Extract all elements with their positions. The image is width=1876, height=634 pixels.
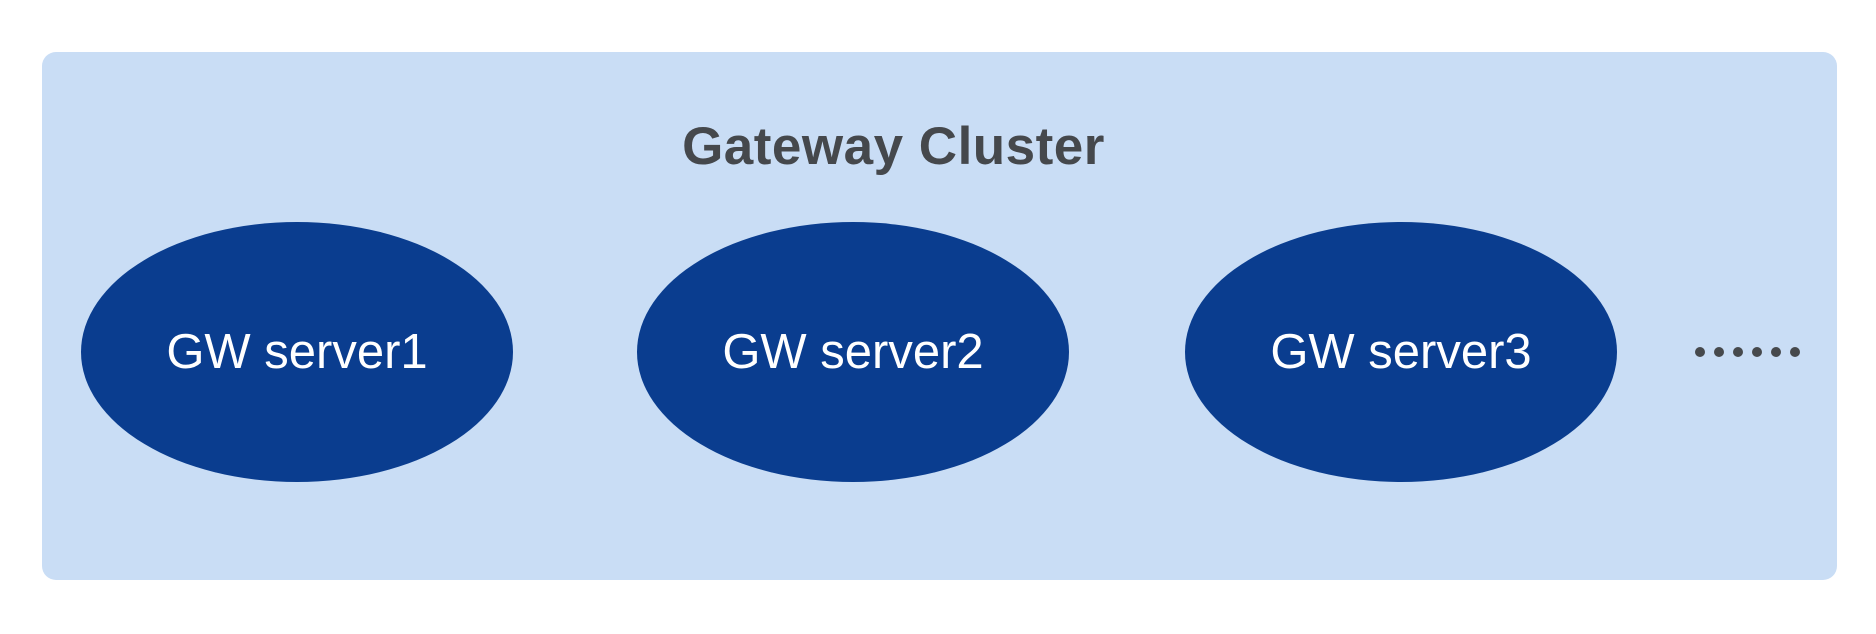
gw-server2-node: GW server2 — [637, 222, 1069, 482]
ellipsis-dot — [1790, 347, 1800, 357]
gw-server1-label: GW server1 — [166, 325, 428, 379]
gw-server2-label: GW server2 — [722, 325, 984, 379]
ellipsis-dot — [1733, 347, 1743, 357]
ellipsis-dot — [1695, 347, 1705, 357]
ellipsis-dot — [1771, 347, 1781, 357]
ellipsis-dot — [1752, 347, 1762, 357]
gw-server3-label: GW server3 — [1270, 325, 1532, 379]
more-servers-ellipsis — [1695, 347, 1800, 357]
gw-server1-node: GW server1 — [81, 222, 513, 482]
gateway-cluster-container: Gateway Cluster GW server1 GW server2 GW… — [42, 52, 1837, 580]
ellipsis-dot — [1714, 347, 1724, 357]
gw-server3-node: GW server3 — [1185, 222, 1617, 482]
cluster-title: Gateway Cluster — [682, 117, 1105, 176]
